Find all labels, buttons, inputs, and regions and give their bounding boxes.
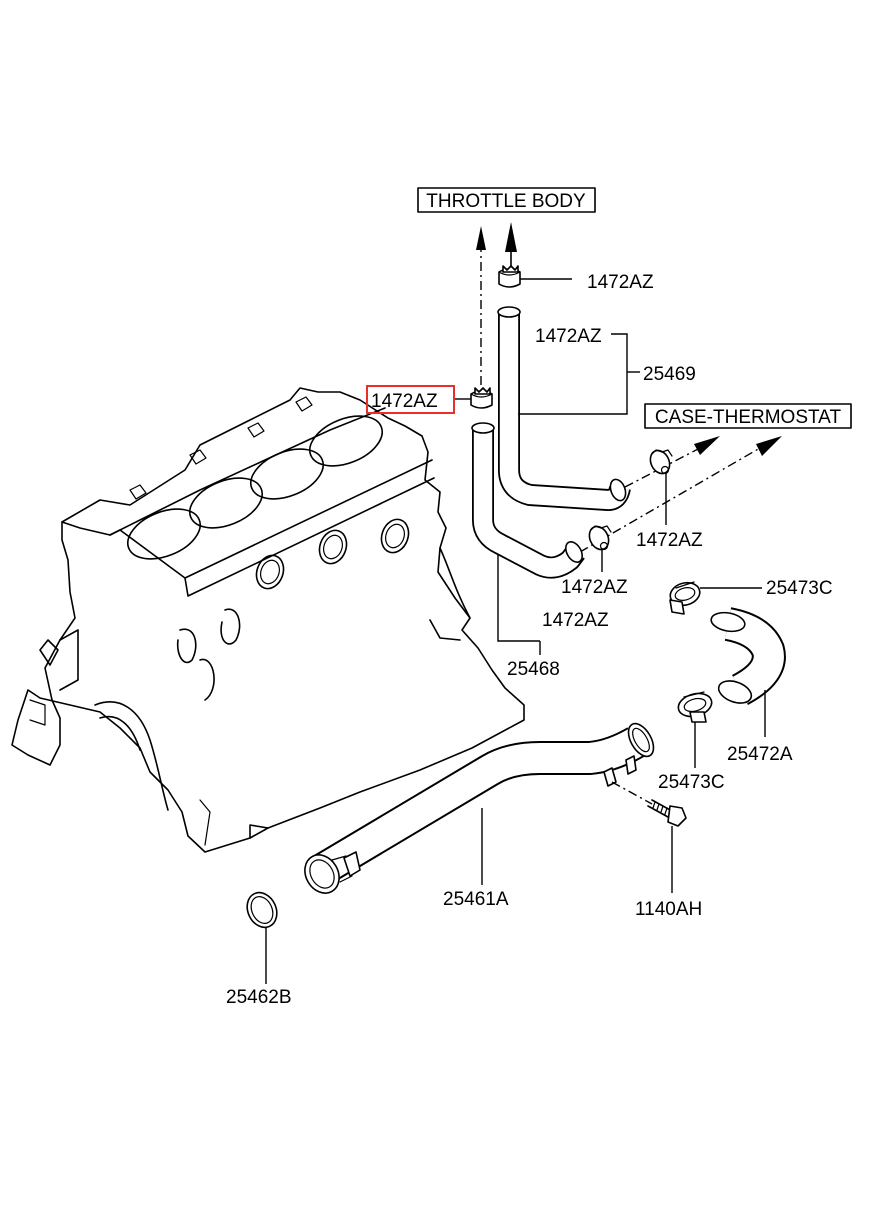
leader-lines xyxy=(265,278,766,984)
hose-25468 xyxy=(471,422,585,579)
throttle-body-frame xyxy=(417,187,596,213)
case-thermostat-label: CASE-THERMOSTAT xyxy=(655,407,842,428)
part-label-clamp-top[interactable]: 1472AZ xyxy=(587,272,654,293)
part-label-clamp-highlighted[interactable]: 1472AZ xyxy=(371,391,438,412)
part-label-oring-25462b[interactable]: 25462B xyxy=(226,987,292,1008)
oring-25462b xyxy=(246,891,278,929)
part-label-hose-25472a[interactable]: 25472A xyxy=(727,744,793,765)
arrow-up-icon xyxy=(476,226,486,250)
bolt-1140ah xyxy=(611,781,687,827)
part-label-pipe-25461a[interactable]: 25461A xyxy=(443,889,509,910)
clamp-right-upper xyxy=(649,449,673,475)
part-label-clamp-right-lower[interactable]: 1472AZ xyxy=(561,577,628,598)
arrow-icon xyxy=(694,436,720,455)
engine-block xyxy=(11,387,525,853)
part-label-clamp-right-upper[interactable]: 1472AZ xyxy=(636,530,703,551)
part-label-clamp-upper-hose[interactable]: 1472AZ xyxy=(535,326,602,347)
throttle-body-callout: THROTTLE BODY xyxy=(417,187,596,385)
pipe-25461a xyxy=(304,722,655,894)
clamp-25473c-bottom xyxy=(677,691,713,723)
part-label-clamp-25473c-top[interactable]: 25473C xyxy=(766,578,833,599)
case-thermostat-callout: CASE-THERMOSTAT xyxy=(579,403,852,553)
arrow-icon xyxy=(756,436,782,456)
part-labels: 1472AZ 1472AZ 25469 1472AZ 1472AZ 1472AZ… xyxy=(226,272,833,1008)
highlight-box xyxy=(366,385,455,414)
part-label-hose-25468[interactable]: 25468 xyxy=(507,659,560,680)
part-label-bolt-1140ah[interactable]: 1140AH xyxy=(635,899,702,920)
clamp-25473c-top xyxy=(669,581,701,615)
clamp-right-lower xyxy=(588,525,612,551)
arrow-up-icon xyxy=(505,222,517,252)
hose-25472a xyxy=(710,607,786,706)
thermostat-flow-line-lower xyxy=(579,447,761,553)
hose-25469 xyxy=(497,306,631,511)
clamp-top xyxy=(498,265,521,288)
throttle-body-label: THROTTLE BODY xyxy=(426,191,586,212)
case-thermostat-frame xyxy=(644,403,852,429)
part-label-hose-25469[interactable]: 25469 xyxy=(643,364,696,385)
part-label-clamp-25473c-bottom[interactable]: 25473C xyxy=(658,772,725,793)
part-label-clamp-lower-hose[interactable]: 1472AZ xyxy=(542,610,609,631)
clamp-highlighted xyxy=(470,387,493,409)
